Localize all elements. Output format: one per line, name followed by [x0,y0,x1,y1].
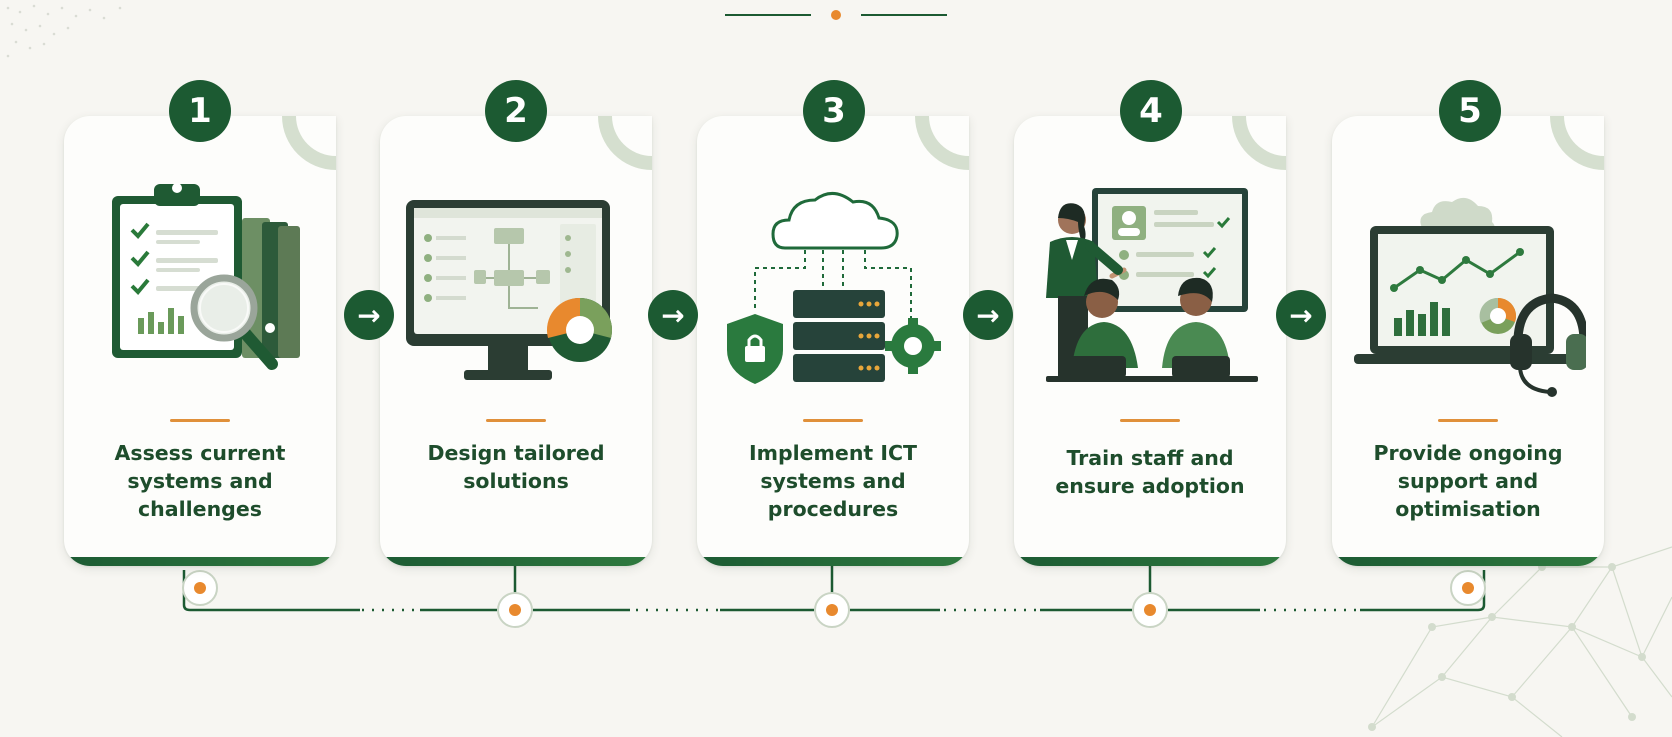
step-badge-1: 1 [169,80,231,142]
step-badge-4: 4 [1120,80,1182,142]
cloud-server-icon [727,192,941,384]
network-pattern-decoration [1368,546,1672,737]
step-label-5: Provide ongoing support and optimisation [1373,441,1563,521]
step-card-5: Provide ongoing support and optimisation [1332,116,1604,566]
step-label-2: Design tailored solutions [427,441,605,493]
clipboard-icon [112,183,300,370]
step-badge-2: 2 [485,80,547,142]
arrow-icon: → [344,290,394,340]
laptop-support-icon [1354,197,1586,397]
arrow-icon: → [1276,290,1326,340]
dot-pattern-decoration [6,4,122,58]
step-label-3: Implement ICT systems and procedures [748,441,918,521]
arrow-icon: → [963,290,1013,340]
step-card-3: Implement ICT systems and procedures [697,116,969,566]
step-badge-5: 5 [1439,80,1501,142]
arrow-icon: → [648,290,698,340]
step-label-1: Assess current systems and challenges [114,441,286,521]
step-label-4: Train staff and ensure adoption [1055,446,1245,498]
top-ornament [725,10,947,20]
step-card-1: Assess current systems and challenges [64,116,336,566]
step-badge-3: 3 [803,80,865,142]
monitor-icon [406,200,613,380]
step-card-2: Design tailored solutions [380,116,652,566]
presentation-icon [1046,188,1258,382]
step-card-4: Train staff and ensure adoption [1014,116,1286,566]
